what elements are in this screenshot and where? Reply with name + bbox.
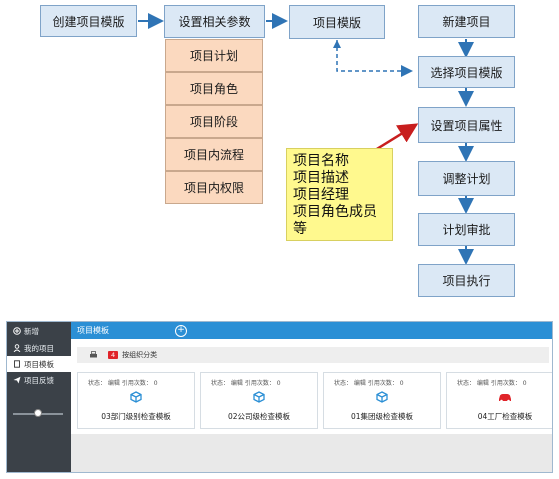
printer-icon[interactable] xyxy=(89,351,98,359)
note-line: 项目经理 xyxy=(293,187,349,203)
tab-templates[interactable]: 项目模板 xyxy=(77,326,109,335)
dashed-arrowhead-up xyxy=(333,40,341,48)
red-arrow-note-to-attr xyxy=(371,123,419,154)
sidebar: 新增 我的项目 项目模板 项目反馈 xyxy=(7,322,71,472)
param-process-box: 项目内流程 xyxy=(165,138,263,171)
sidebar-item-label: 我的项目 xyxy=(24,343,54,353)
sidebar-item-templates[interactable]: 项目模板 xyxy=(7,356,71,372)
note-line: 项目角色成员 xyxy=(293,204,377,220)
document-icon xyxy=(14,360,20,368)
adjust-plan-box: 调整计划 xyxy=(418,161,515,196)
note-line: 等 xyxy=(293,221,307,237)
user-icon xyxy=(13,344,21,352)
content-empty-area xyxy=(71,434,552,472)
template-card[interactable]: 状态： 编辑 引用次数： 0 04工厂检查模板 xyxy=(446,372,552,429)
card-status: 状态： 编辑 引用次数： 0 xyxy=(88,380,158,387)
dashed-arrow-template-select xyxy=(336,40,413,77)
filter-bar: 4 按组织分类 xyxy=(77,347,549,363)
cube-icon xyxy=(253,391,265,403)
template-card[interactable]: 状态： 编辑 引用次数： 0 03部门级别检查模板 xyxy=(77,372,195,429)
card-title: 01集团级检查模板 xyxy=(350,412,414,421)
add-tab-icon[interactable]: + xyxy=(175,324,187,337)
sidebar-item-my-projects[interactable]: 我的项目 xyxy=(7,340,71,356)
sidebar-item-label: 新增 xyxy=(24,326,39,336)
filter-label[interactable]: 按组织分类 xyxy=(122,351,158,359)
plus-circle-icon xyxy=(13,327,21,335)
send-icon xyxy=(13,376,21,384)
attributes-note: 项目名称 项目描述 项目经理 项目角色成员 等 xyxy=(286,148,393,241)
create-template-box: 创建项目模版 xyxy=(40,5,137,37)
template-card[interactable]: 状态： 编辑 引用次数： 0 01集团级检查模板 xyxy=(323,372,441,429)
card-title: 04工厂检查模板 xyxy=(477,412,533,421)
set-params-box: 设置相关参数 xyxy=(164,5,265,38)
card-status: 状态： 编辑 引用次数： 0 xyxy=(211,380,281,387)
card-status: 状态： 编辑 引用次数： 0 xyxy=(334,380,404,387)
card-title: 02公司级检查模板 xyxy=(227,412,291,421)
sidebar-item-label: 项目模板 xyxy=(24,359,54,369)
set-attributes-box: 设置项目属性 xyxy=(418,107,515,143)
select-template-box: 选择项目模版 xyxy=(418,56,515,88)
sidebar-item-feedback[interactable]: 项目反馈 xyxy=(7,372,71,388)
template-card[interactable]: 状态： 编辑 引用次数： 0 02公司级检查模板 xyxy=(200,372,318,429)
flow-arrows xyxy=(138,13,474,265)
card-status: 状态： 编辑 引用次数： 0 xyxy=(457,380,527,387)
sidebar-item-new[interactable]: 新增 xyxy=(7,322,71,340)
card-title: 03部门级别检查模板 xyxy=(101,412,171,421)
sidebar-item-label: 项目反馈 xyxy=(24,375,54,385)
note-line: 项目名称 xyxy=(293,153,349,169)
param-role-box: 项目角色 xyxy=(165,72,263,105)
sidebar-slider[interactable] xyxy=(13,409,63,417)
new-project-box: 新建项目 xyxy=(418,5,515,38)
project-execution-box: 项目执行 xyxy=(418,264,515,297)
param-stage-box: 项目阶段 xyxy=(165,105,263,138)
count-badge: 4 xyxy=(108,351,119,359)
param-permission-box: 项目内权限 xyxy=(165,171,263,204)
cube-icon xyxy=(376,391,388,403)
topbar: 项目模板 + xyxy=(71,322,552,339)
note-line: 项目描述 xyxy=(293,170,349,186)
slider-knob[interactable] xyxy=(34,409,42,417)
car-icon xyxy=(499,394,511,403)
project-template-box: 项目模版 xyxy=(289,5,385,39)
param-plan-box: 项目计划 xyxy=(165,39,263,72)
cube-icon xyxy=(130,391,142,403)
app-window: 新增 我的项目 项目模板 项目反馈 项目模板 + 4 按组织分类 状态： 编辑 … xyxy=(6,321,553,473)
plan-review-box: 计划审批 xyxy=(418,213,515,246)
